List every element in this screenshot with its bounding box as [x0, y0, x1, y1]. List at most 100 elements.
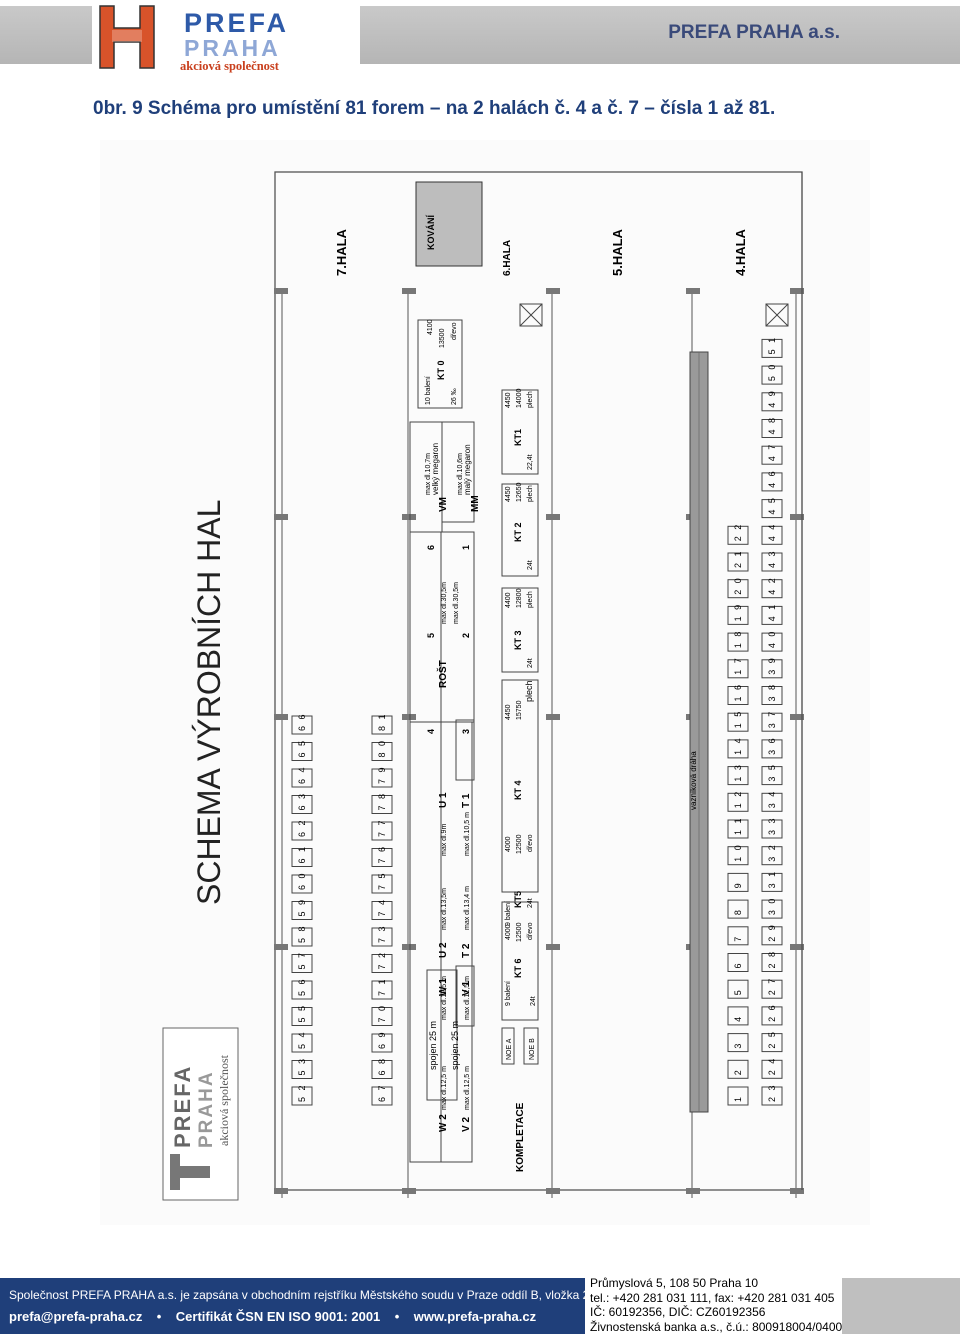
form-number: 1 7 — [733, 656, 743, 675]
form-number: 3 6 — [767, 736, 777, 755]
form-box — [761, 632, 783, 652]
form-number: 2 1 — [733, 549, 743, 568]
form-number: 3 — [733, 1042, 743, 1049]
form-number: 5 2 — [297, 1083, 307, 1102]
svg-text:4100: 4100 — [427, 319, 434, 335]
form-box — [371, 795, 393, 814]
svg-text:4450: 4450 — [505, 392, 512, 408]
svg-text:5: 5 — [426, 633, 436, 638]
form-number: 3 3 — [767, 816, 777, 835]
svg-text:9 balení: 9 balení — [505, 981, 512, 1006]
svg-text:13500: 13500 — [439, 328, 446, 348]
form-box — [761, 392, 783, 412]
schema-title: SCHEMA VÝROBNÍCH HAL — [191, 500, 227, 905]
kt-box-labels: NOE A NOE B 9 balení KT 6 24t 4000 12500… — [505, 388, 537, 1060]
svg-text:1: 1 — [461, 545, 471, 550]
form-number: 5 9 — [297, 898, 307, 917]
form-number: 6 8 — [377, 1057, 387, 1076]
svg-text:KT 4: KT 4 — [513, 780, 523, 800]
form-box — [761, 579, 783, 599]
form-box — [761, 1033, 783, 1053]
figure-caption: 0br. 9 Schéma pro umístění 81 forem – na… — [93, 98, 776, 119]
svg-text:NOE B: NOE B — [529, 1038, 536, 1060]
form-box — [371, 742, 393, 761]
form-box — [371, 980, 393, 1000]
page-footer: Společnost PREFA PRAHA a.s. je zapsána v… — [0, 1276, 960, 1334]
form-box — [761, 979, 783, 999]
form-number: 7 7 — [377, 818, 387, 837]
form-box — [727, 1086, 749, 1106]
form-number: 4 2 — [767, 576, 777, 595]
form-box — [371, 1033, 393, 1053]
form-box — [761, 605, 783, 625]
svg-text:plech: plech — [527, 591, 534, 608]
form-number: 4 8 — [767, 416, 777, 435]
form-box — [761, 525, 783, 545]
stamp-logo-word1: PREFA — [170, 1065, 195, 1148]
svg-text:9 balení: 9 balení — [505, 901, 512, 926]
company-logo: PREFA PRAHA akciová společnost — [92, 0, 360, 74]
form-box — [291, 980, 313, 1000]
svg-text:15750: 15750 — [516, 700, 523, 720]
kompletace-label: KOMPLETACE — [515, 1102, 526, 1172]
form-box — [761, 712, 783, 732]
svg-text:10 balení: 10 balení — [425, 376, 432, 405]
form-row-67-81: 6 76 86 97 07 17 27 37 47 57 67 77 87 98… — [371, 712, 393, 1106]
svg-text:T 2: T 2 — [461, 943, 472, 958]
form-box — [761, 899, 783, 919]
svg-text:KT 6: KT 6 — [513, 958, 523, 978]
footer-contact-band: Společnost PREFA PRAHA a.s. je zapsána v… — [0, 1278, 609, 1334]
form-box — [727, 632, 749, 652]
form-box — [371, 954, 393, 973]
form-number: 6 0 — [297, 871, 307, 890]
form-box — [371, 901, 393, 920]
svg-text:12500: 12500 — [516, 834, 523, 854]
form-number: 1 8 — [733, 630, 743, 649]
form-number: 3 7 — [767, 710, 777, 729]
form-number: 6 5 — [297, 739, 307, 758]
logo-tagline: akciová společnost — [180, 59, 280, 73]
hall-schema-svg: 7.HALA 6.HALA 5.HALA 4.HALA KOVÁNÍ SCHEM… — [162, 171, 804, 1201]
form-box — [761, 338, 783, 358]
svg-text:22,4t: 22,4t — [527, 454, 534, 470]
truss-track-label: vazníková dráha — [689, 751, 698, 810]
form-box — [727, 1006, 749, 1026]
form-box — [727, 605, 749, 625]
form-number: 1 2 — [733, 790, 743, 809]
footer-website[interactable]: www.prefa-praha.cz — [413, 1309, 537, 1324]
footer-email[interactable]: prefa@prefa-praha.cz — [9, 1309, 143, 1324]
hall-label-7: 7.HALA — [334, 228, 349, 276]
form-box — [291, 1033, 313, 1053]
svg-text:dřevo: dřevo — [527, 922, 534, 940]
form-box — [727, 579, 749, 599]
footer-bullet-2: • — [394, 1309, 400, 1324]
form-number: 7 4 — [377, 898, 387, 917]
form-box — [371, 1007, 393, 1026]
svg-text:max dl.13,4 m: max dl.13,4 m — [464, 886, 471, 930]
form-box — [761, 846, 783, 866]
form-box — [371, 768, 393, 788]
footer-address-block: Průmyslová 5, 108 50 Praha 10 tel.: +420… — [590, 1276, 842, 1334]
form-number: 3 9 — [767, 656, 777, 675]
form-number: 7 6 — [377, 845, 387, 864]
form-number: 3 2 — [767, 843, 777, 862]
stamp-logo-word2: PRAHA — [196, 1070, 217, 1148]
form-box — [727, 659, 749, 679]
form-number: 1 4 — [733, 736, 743, 755]
form-box — [727, 686, 749, 705]
form-number: 7 3 — [377, 924, 387, 943]
form-number: 8 0 — [377, 739, 387, 758]
form-number: 5 0 — [767, 363, 777, 382]
svg-text:12800: 12800 — [516, 588, 523, 608]
form-number: 4 7 — [767, 443, 777, 462]
svg-text:NOE A: NOE A — [506, 1038, 513, 1060]
form-number: 6 2 — [297, 818, 307, 837]
form-number: 8 — [733, 908, 743, 915]
form-box — [291, 821, 313, 841]
form-box — [291, 1086, 313, 1106]
crane-symbols — [519, 303, 789, 327]
form-number: 1 9 — [733, 603, 743, 622]
svg-text:malý megaron: malý megaron — [463, 444, 472, 495]
form-box — [727, 525, 749, 545]
